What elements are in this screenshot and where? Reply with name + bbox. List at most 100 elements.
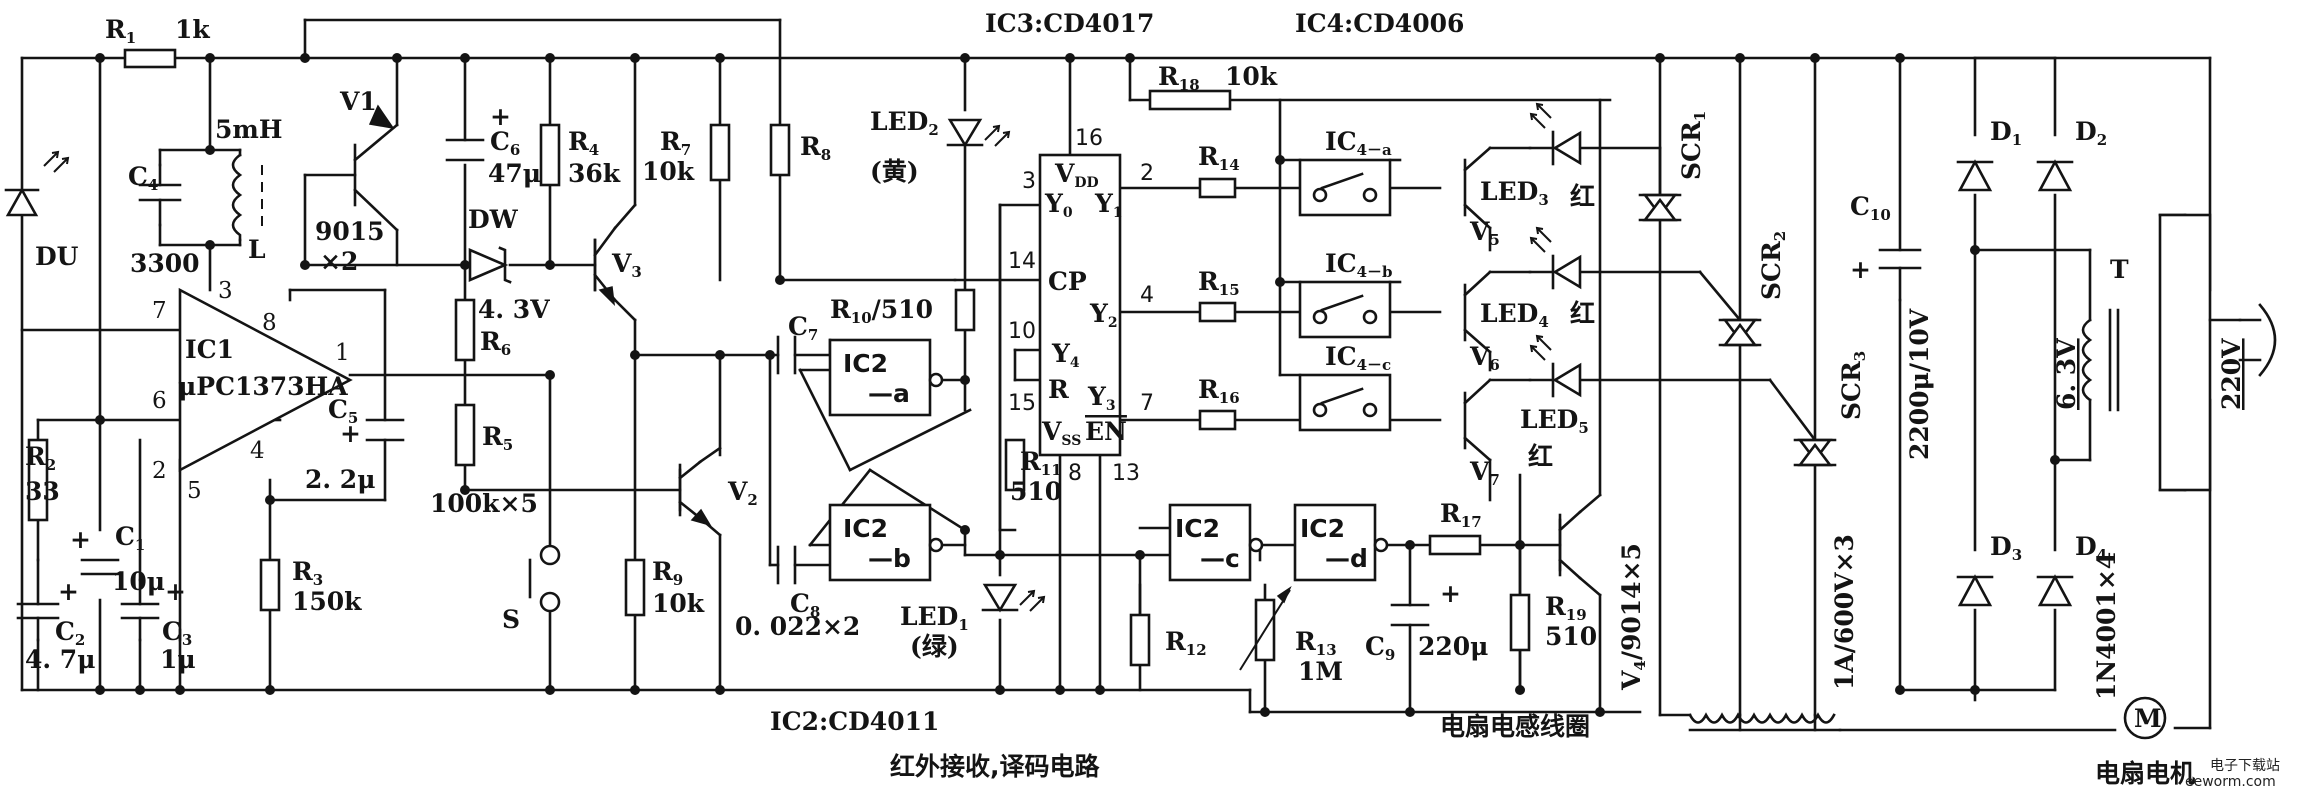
s-label: S [502,605,520,634]
v4-sub: 4 [1631,660,1649,670]
ic3-y1: Y [1094,189,1114,218]
r18-value: 10k [1225,62,1278,91]
plus-c3: + [165,577,186,606]
sense-coil [1688,712,1836,724]
ic4b-sub: 4－b [1357,263,1393,281]
v6-label: V [1469,342,1490,371]
resistor-r8 [769,123,791,177]
r9-value: 10k [652,589,705,618]
svg-text:V4/9014×5: V4/9014×5 [1617,543,1649,691]
svg-text:LED3: LED3 [1480,177,1549,209]
d4-label: D [2075,532,2097,561]
ic2c-l2: —c [1200,544,1240,573]
diode-d3 [1956,574,1994,607]
resistor-r5 [454,403,476,467]
transistor-v3 [593,226,617,307]
svg-text:C2: C2 [55,617,85,649]
c4-label: C [128,162,148,191]
r5-value: 100k×5 [430,489,538,518]
ic1-pin2: 2 [152,458,167,484]
svg-text:C4: C4 [128,162,158,194]
v2-sub: 2 [747,491,757,509]
resistor-r2 [27,438,49,522]
resistor-r1 [123,48,177,69]
led3-color: 红 [1570,182,1595,211]
potentiometer-r13 [1239,585,1292,671]
c3-label: C [162,617,182,646]
switch-ic4-c [1298,373,1392,432]
svg-text:R13: R13 [1295,627,1337,659]
r4-sub: 4 [589,141,599,159]
ic3-y2-sub: 2 [1108,315,1118,331]
r4-label: R [568,127,589,156]
ic4c-sub: 4－c [1357,356,1392,374]
r12-label: R [1165,627,1186,656]
c6-sub: 6 [510,141,520,159]
c1-value: 10μ [112,567,165,596]
led-led3 [1530,103,1582,166]
v7-sub: 7 [1489,471,1499,489]
c1-label: C [115,522,135,551]
scr2-sub: 2 [1771,231,1789,241]
r13-value: 1M [1298,657,1343,686]
v3-label: V [611,249,632,278]
ic3-y4: Y [1051,339,1071,368]
resistor-r4 [539,123,561,187]
c10-value: 2200μ/10V [1905,308,1934,460]
led1-sub: 1 [958,616,968,634]
ic3-pin2: 2 [1140,161,1154,186]
svg-text:Y0: Y0 [1044,189,1073,221]
r11-sub: 11 [1041,461,1062,479]
gate-ic2-a [828,338,932,417]
t-high: 220V [2217,338,2246,410]
r13-label: R [1295,627,1316,656]
ic4-title: IC4:CD4006 [1295,9,1464,38]
motor-m [2123,696,2167,740]
capacitor-c8 [776,545,797,585]
plus-c9: + [1440,579,1461,608]
resistor-r16 [1198,409,1237,431]
watermark-logo: 电子下载站 [2210,758,2280,774]
r14-label: R [1198,142,1219,171]
svg-text:Y1: Y1 [1094,189,1123,221]
led3-label: LED [1480,177,1538,206]
led-led2 [946,118,1010,148]
triac-scr3 [1793,438,1837,467]
led5-sub: 5 [1578,419,1588,437]
led1-label: LED [900,602,958,631]
r13-sub: 13 [1316,641,1337,659]
t-low: 6. 3V [2052,338,2081,410]
led-led5 [1530,335,1582,398]
triac-scr1 [1638,193,1682,222]
svg-text:R7: R7 [660,127,691,159]
svg-text:V5: V5 [1469,217,1500,249]
svg-text:IC4－a: IC4－a [1325,127,1392,159]
photodiode-du [4,151,69,217]
r17-sub: 17 [1461,513,1482,531]
svg-text:R17: R17 [1440,499,1482,531]
ic3-pin3: 3 [1022,169,1036,194]
t-label: T [2110,255,2129,284]
ic3-r: R [1048,375,1069,404]
ic4b-label: IC [1325,249,1357,278]
ic1-pin8: 8 [262,310,277,336]
c2-sub: 2 [75,631,85,649]
svg-text:IC4－c: IC4－c [1325,342,1391,374]
r7-value: 10k [642,157,695,186]
r15-sub: 15 [1219,281,1240,299]
svg-text:C8: C8 [790,589,820,621]
resistor-r7 [709,123,731,182]
c8-label: C [790,589,810,618]
ic2a-l1: IC2 [843,349,888,378]
zener-dw [468,246,512,284]
ic2b-l2: —b [868,544,911,573]
svg-text:LED2: LED2 [870,107,939,139]
ic3-vdd: V [1054,159,1075,188]
v2-label: V [727,477,748,506]
svg-text:R6: R6 [480,327,511,359]
v1-label: V1 [339,87,377,116]
r6-sub: 6 [501,341,511,359]
r19-value: 510 [1545,622,1597,651]
v5-sub: 5 [1489,231,1499,249]
